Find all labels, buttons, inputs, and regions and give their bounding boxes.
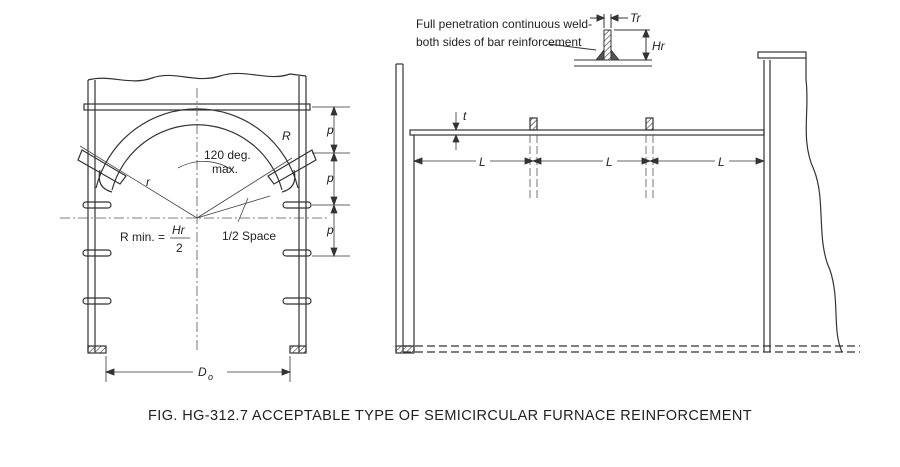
left-centerlines bbox=[60, 88, 330, 352]
tr-label: Tr bbox=[630, 11, 641, 25]
weld-note-line-1: Full penetration continuous weld- bbox=[416, 17, 592, 31]
r-min-numerator: Hr bbox=[172, 223, 186, 237]
bar-1 bbox=[529, 117, 538, 131]
spacing-label-1: L bbox=[479, 155, 486, 169]
angle-label-max: max. bbox=[212, 162, 238, 176]
tube-sheet-cap bbox=[757, 51, 807, 59]
spacing-label-bg-1 bbox=[476, 153, 490, 169]
left-base-hatch bbox=[395, 345, 415, 354]
left-clip bbox=[98, 169, 113, 193]
half-space-label: 1/2 Space bbox=[222, 229, 276, 243]
pitch-dimension bbox=[312, 105, 350, 258]
spacing-label-2: L bbox=[606, 155, 613, 169]
diameter-subscript: o bbox=[208, 372, 213, 382]
right-ring-1 bbox=[282, 201, 312, 209]
spacing-label-3: L bbox=[718, 155, 725, 169]
t-label: t bbox=[463, 109, 467, 123]
left-ring-2 bbox=[82, 249, 112, 257]
left-cross-section bbox=[77, 72, 317, 354]
right-clip bbox=[281, 169, 296, 193]
right-ring-3 bbox=[282, 297, 312, 305]
hr-label: Hr bbox=[652, 39, 666, 53]
pitch-label-2: p bbox=[326, 171, 334, 185]
left-base bbox=[87, 345, 107, 354]
label-R: R bbox=[282, 129, 291, 143]
pitch-label-1: p bbox=[326, 123, 334, 137]
longitudinal-section bbox=[395, 51, 860, 354]
figure-caption: FIG. HG-312.7 ACCEPTABLE TYPE OF SEMICIR… bbox=[148, 408, 752, 424]
spacing-label-bg-2 bbox=[603, 153, 617, 169]
angle-label: 120 deg. bbox=[204, 148, 251, 162]
diameter-label: D bbox=[198, 365, 207, 379]
spacing-label-bg-3 bbox=[715, 153, 729, 169]
r-min-denominator: 2 bbox=[176, 241, 183, 255]
label-r: r bbox=[146, 175, 151, 189]
right-base bbox=[289, 345, 307, 354]
right-ring-2 bbox=[282, 249, 312, 257]
bar-centerlines bbox=[529, 135, 654, 200]
arch-bar-left bbox=[77, 149, 127, 185]
break-line-top bbox=[87, 72, 307, 82]
r-min-prefix: R min. = bbox=[120, 230, 165, 244]
left-construction bbox=[79, 145, 293, 223]
break-line-right bbox=[805, 58, 843, 353]
bar-2 bbox=[645, 117, 654, 131]
left-ring-1 bbox=[82, 201, 112, 209]
pitch-label-3: p bbox=[326, 223, 334, 237]
weld-note-line-2: both sides of bar reinforcement bbox=[416, 35, 582, 49]
spacing-dimension bbox=[412, 157, 766, 165]
top-plate bbox=[409, 129, 765, 136]
diameter-label-bg bbox=[193, 362, 227, 378]
weld-detail bbox=[547, 14, 652, 67]
arch-bar-right bbox=[267, 149, 317, 185]
left-ring-3 bbox=[82, 297, 112, 305]
thickness-dimension bbox=[452, 112, 460, 150]
